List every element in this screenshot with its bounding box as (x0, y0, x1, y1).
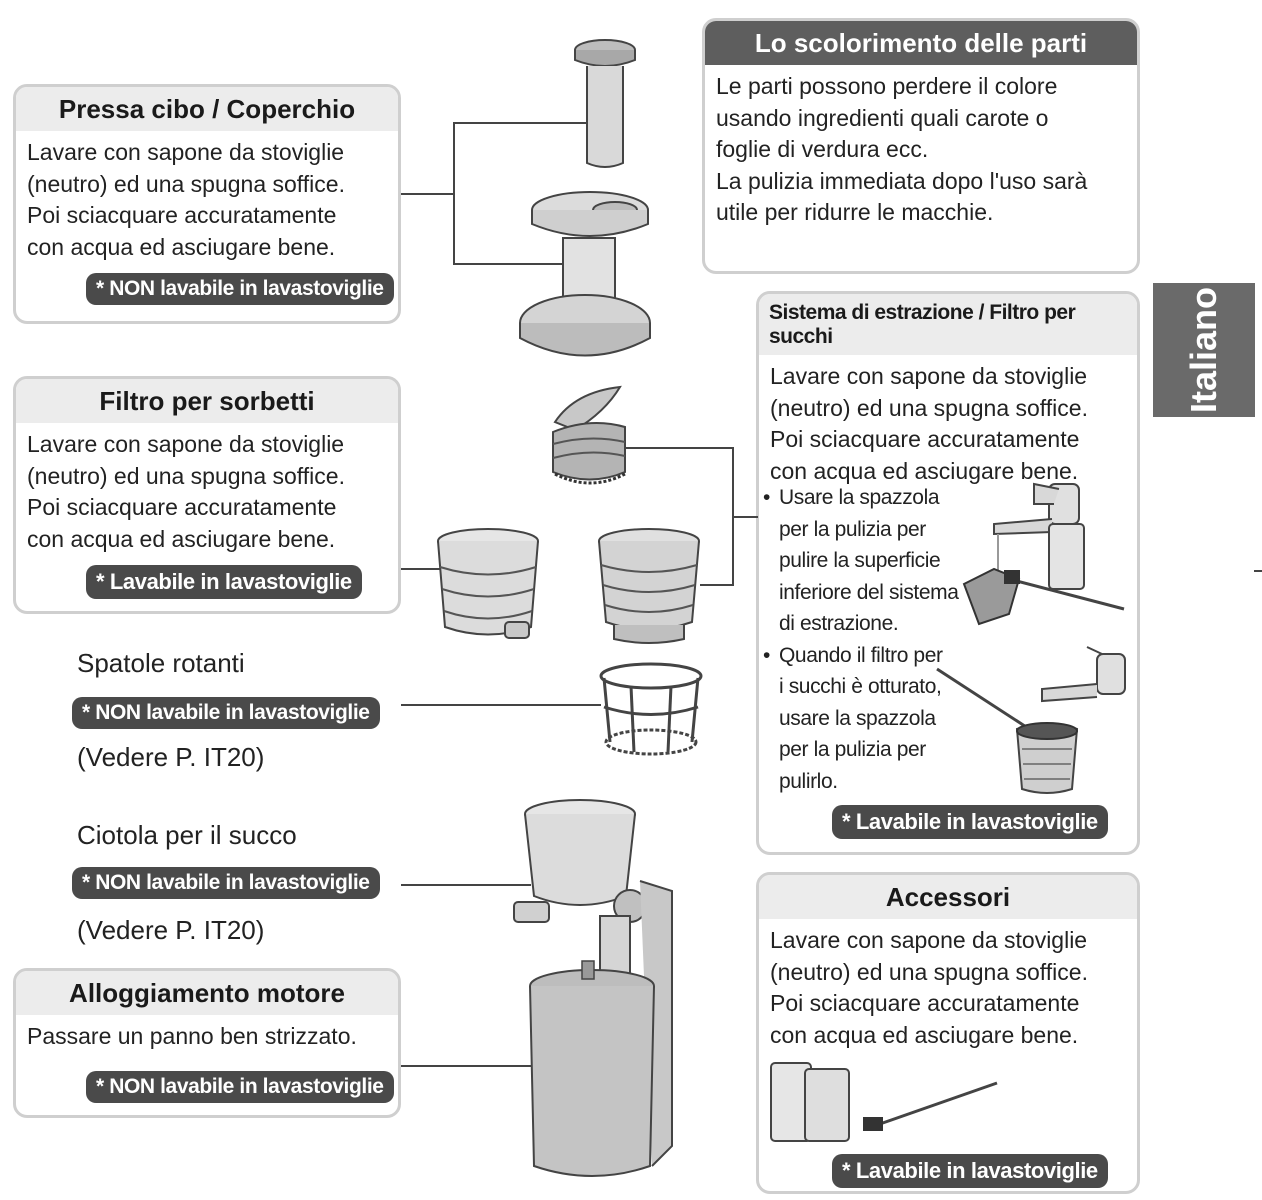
motore-title: Alloggiamento motore (16, 971, 398, 1015)
bullet-line: usare la spazzola (779, 706, 936, 730)
accessori-title: Accessori (759, 875, 1137, 919)
scolorimento-line: foglie di verdura ecc. (716, 136, 929, 162)
spatole-title: Spatole rotanti (77, 648, 245, 678)
scolorimento-title: Lo scolorimento delle parti (705, 21, 1137, 65)
sorbetti-line: Poi sciacquare accuratamente (27, 494, 337, 520)
connector-line (401, 704, 601, 706)
margin-tick (1254, 570, 1262, 572)
estrazione-badge: * Lavabile in lavastoviglie (832, 805, 1108, 839)
accessories-illustration (770, 1062, 998, 1142)
accessori-badge: * Lavabile in lavastoviglie (832, 1154, 1108, 1188)
lid-illustration (519, 191, 651, 357)
pressa-box: Pressa cibo / Coperchio Lavare con sapon… (13, 84, 401, 324)
connector-line (453, 263, 601, 265)
connector-line (401, 568, 441, 570)
accessori-text: Lavare con sapone da stoviglie (neutro) … (759, 919, 1137, 1051)
bullet-line: Usare la spazzola (779, 486, 940, 509)
connector-line (453, 122, 601, 124)
bullet-line: per la pulizia per (779, 517, 926, 541)
sorbet-filter-illustration (437, 528, 539, 639)
pressa-badge: * NON lavabile in lavastoviglie (86, 273, 394, 305)
scolorimento-box: Lo scolorimento delle parti Le parti pos… (702, 18, 1140, 274)
pressa-line: (neutro) ed una spugna soffice. (27, 170, 345, 197)
sorbetti-text: Lavare con sapone da stoviglie (neutro) … (16, 423, 398, 555)
language-tab: Italiano (1153, 283, 1255, 417)
estrazione-line: (neutro) ed una spugna soffice. (770, 394, 1088, 421)
ciotola-title: Ciotola per il succo (77, 820, 297, 850)
language-tab-label: Italiano (1183, 286, 1224, 414)
estrazione-bullet-1: Usare la spazzola per la pulizia per pul… (763, 482, 959, 797)
connector-line (453, 122, 455, 264)
connector-line (700, 584, 734, 586)
scolorimento-line: utile per ridurre le macchie. (716, 199, 994, 225)
pressa-title: Pressa cibo / Coperchio (16, 87, 398, 131)
pressa-line: Lavare con sapone da stoviglie (27, 139, 345, 165)
ciotola-ref: (Vedere P. IT20) (77, 915, 265, 945)
bullet-line: Quando il filtro per (779, 643, 943, 667)
food-pusher-illustration (574, 39, 636, 168)
spatole-ref: (Vedere P. IT20) (77, 742, 265, 772)
sorbetti-box: Filtro per sorbetti Lavare con sapone da… (13, 376, 401, 614)
bullet-line: di estrazione. (779, 612, 899, 635)
sorbetti-line: con acqua ed asciugare bene. (27, 525, 336, 552)
sorbetti-line: (neutro) ed una spugna soffice. (27, 462, 345, 489)
bullet-line: inferiore del sistema (779, 580, 959, 604)
scolorimento-line: La pulizia immediata dopo l'uso sarà (716, 167, 1088, 194)
motore-text: Passare un panno ben strizzato. (16, 1015, 398, 1053)
pressa-text: Lavare con sapone da stoviglie (neutro) … (16, 131, 398, 263)
faucet-brush-illustration-1 (962, 482, 1125, 626)
bullet-line: i succhi è otturato, (779, 675, 942, 698)
pressa-line: con acqua ed asciugare bene. (27, 233, 336, 260)
pressa-line: Poi sciacquare accuratamente (27, 202, 337, 228)
juicer-body-illustration (513, 799, 673, 1177)
accessori-line: (neutro) ed una spugna soffice. (770, 958, 1088, 985)
juice-filter-illustration (598, 528, 700, 644)
accessori-line: con acqua ed asciugare bene. (770, 1021, 1079, 1048)
sorbetti-title: Filtro per sorbetti (16, 379, 398, 423)
accessori-box: Accessori Lavare con sapone da stoviglie… (756, 872, 1140, 1194)
spatole-badge: * NON lavabile in lavastoviglie (72, 697, 380, 729)
bullet-line: pulire la superficie (779, 549, 941, 572)
estrazione-line: Lavare con sapone da stoviglie (770, 363, 1088, 389)
sorbetti-line: Lavare con sapone da stoviglie (27, 431, 345, 457)
juicing-screw-illustration (552, 385, 626, 485)
motore-box: Alloggiamento motore Passare un panno be… (13, 968, 401, 1118)
connector-line (601, 447, 733, 449)
bullet-line: per la pulizia per (779, 738, 926, 761)
estrazione-box: Sistema di estrazione / Filtro per succh… (756, 291, 1140, 855)
scolorimento-line: Le parti possono perdere il colore (716, 73, 1058, 99)
sorbetti-badge: * Lavabile in lavastoviglie (86, 565, 362, 599)
connector-line (732, 516, 758, 518)
faucet-brush-illustration-2 (936, 646, 1126, 794)
connector-line (401, 884, 531, 886)
bullet-line: pulirlo. (779, 769, 838, 793)
motore-badge: * NON lavabile in lavastoviglie (86, 1071, 394, 1103)
estrazione-title: Sistema di estrazione / Filtro per succh… (759, 294, 1137, 355)
accessori-line: Lavare con sapone da stoviglie (770, 927, 1088, 953)
estrazione-line: Poi sciacquare accuratamente (770, 426, 1080, 452)
ciotola-badge: * NON lavabile in lavastoviglie (72, 867, 380, 899)
scolorimento-text: Le parti possono perdere il colore usand… (705, 65, 1137, 229)
connector-line (401, 193, 454, 195)
scolorimento-line: usando ingredienti quali carote o (716, 104, 1049, 131)
accessori-line: Poi sciacquare accuratamente (770, 990, 1080, 1016)
motore-line: Passare un panno ben strizzato. (27, 1023, 357, 1049)
estrazione-text: Lavare con sapone da stoviglie (neutro) … (759, 355, 1137, 487)
bullet-item: Quando il filtro per i succhi è otturato… (763, 640, 959, 798)
rotating-brush-illustration (599, 662, 703, 756)
bullet-item: Usare la spazzola per la pulizia per pul… (763, 482, 959, 640)
estrazione-line: con acqua ed asciugare bene. (770, 457, 1079, 484)
connector-line (401, 1065, 551, 1067)
